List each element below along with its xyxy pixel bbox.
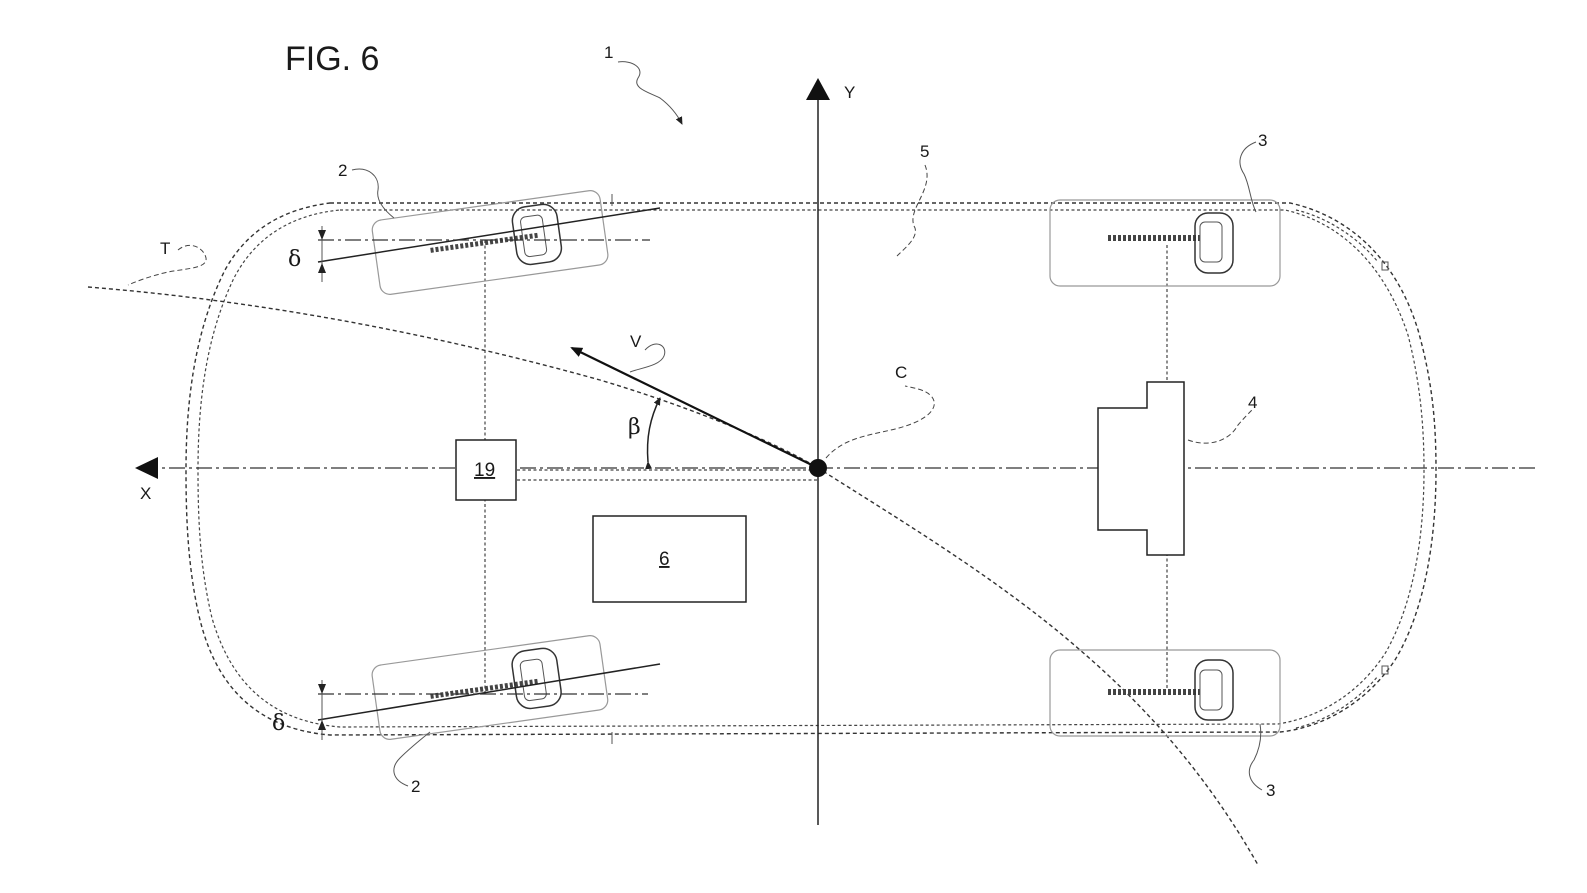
powertrain-shape <box>1097 381 1185 556</box>
rear-detail-lower <box>1381 665 1389 675</box>
vehicle-body-outline <box>185 202 1437 736</box>
rear-body-edge-lower <box>1295 675 1379 729</box>
y-axis-arrow-icon <box>806 78 830 100</box>
block-6-label: 6 <box>659 549 670 570</box>
label-center-of-gravity: C <box>895 363 907 382</box>
center-of-gravity-dot <box>809 459 827 477</box>
delta-upper-arrow-bottom-icon <box>318 263 326 273</box>
delta-lower-arrow-top-icon <box>318 684 326 694</box>
leader-front-wheel-upper <box>351 168 395 219</box>
front-wheel-lower-axis <box>317 663 661 721</box>
x-axis-arrow-icon <box>135 457 158 479</box>
leader-powertrain <box>1187 409 1253 444</box>
label-body: 5 <box>920 142 929 161</box>
label-sideslip-angle: β <box>628 415 641 440</box>
label-trajectory: T <box>160 239 170 258</box>
leader-front-wheel-lower <box>393 731 431 787</box>
label-velocity: V <box>630 332 642 351</box>
label-front-wheel-upper: 2 <box>338 161 347 180</box>
label-powertrain: 4 <box>1248 393 1257 412</box>
leader-rear-wheel-lower <box>1248 723 1263 791</box>
front-wheel-lower <box>371 635 609 740</box>
rear-wheel-upper <box>1049 199 1281 287</box>
leader-velocity <box>629 343 666 373</box>
delta-lower-arrow-bottom-icon <box>318 720 326 730</box>
leader-center-of-gravity <box>825 385 935 459</box>
leader-rear-wheel-upper <box>1239 141 1257 213</box>
x-axis-label: X <box>140 484 151 503</box>
control-unit-box <box>455 439 517 501</box>
leader-trajectory <box>127 245 207 286</box>
control-unit-label: 19 <box>474 460 495 481</box>
rear-body-edge <box>1295 209 1379 263</box>
label-rear-wheel-upper: 3 <box>1258 131 1267 150</box>
label-rear-wheel-lower: 3 <box>1266 781 1275 800</box>
leader-vehicle <box>617 61 683 125</box>
label-steering-angle-upper: δ <box>288 247 301 272</box>
label-front-wheel-lower: 2 <box>411 777 420 796</box>
front-wheel-upper <box>371 190 609 295</box>
vehicle-body-outline-inner <box>197 209 1425 728</box>
delta-upper-arrow-top-icon <box>318 230 326 240</box>
rear-wheel-lower <box>1049 649 1281 737</box>
label-vehicle: 1 <box>604 43 613 62</box>
leader-body <box>896 164 928 257</box>
velocity-vector <box>570 347 819 469</box>
front-wheel-upper-axis <box>317 207 661 263</box>
figure-title: FIG. 6 <box>285 40 379 78</box>
rear-detail-upper <box>1381 261 1389 271</box>
sideslip-arc <box>645 397 661 470</box>
y-axis-label: Y <box>844 83 855 102</box>
block-6-box <box>592 515 747 603</box>
label-steering-angle-lower: δ <box>272 711 285 736</box>
